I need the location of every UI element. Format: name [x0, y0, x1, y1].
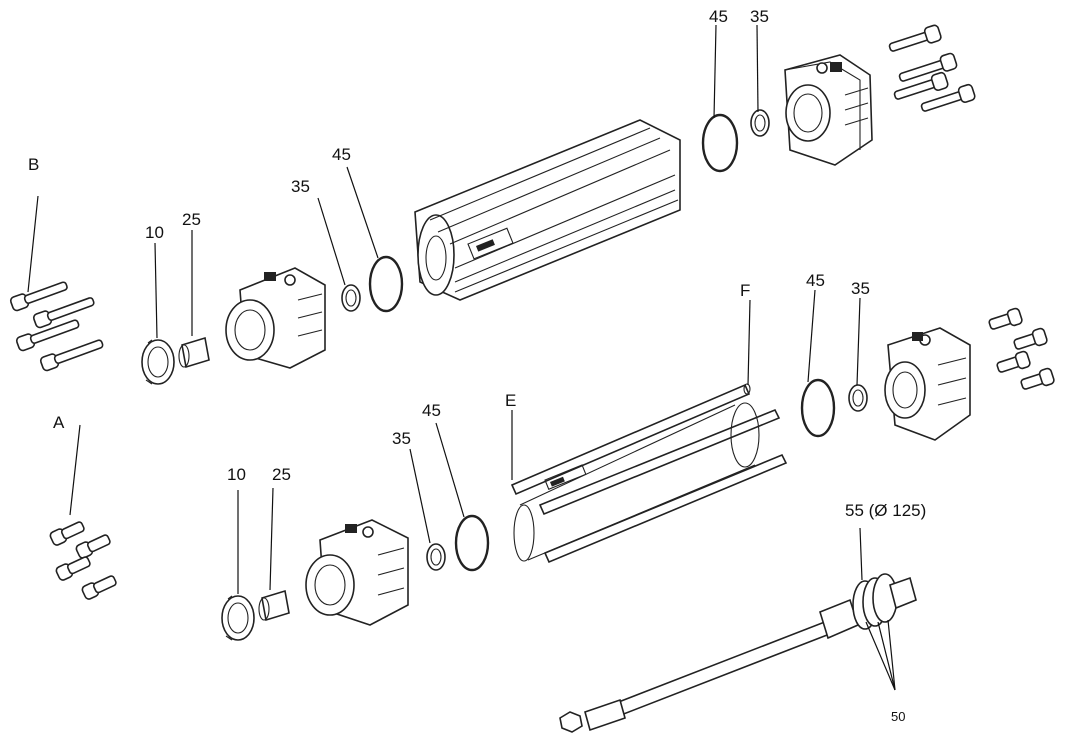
leader-10-upper	[154, 242, 158, 339]
seal-45-lower	[454, 514, 490, 572]
tube-e	[513, 402, 760, 562]
leader-35-lower	[409, 448, 431, 544]
tie-rod-f	[510, 299, 788, 564]
label-55: 55 (Ø 125)	[845, 501, 926, 520]
ring-35-lower	[426, 543, 446, 571]
leader-f	[747, 299, 751, 386]
ring-35-upper	[341, 284, 361, 312]
label-25-lower: 25	[272, 465, 291, 484]
seal-45-upper	[368, 255, 404, 313]
piston-rod-assembly	[559, 573, 917, 733]
screws-a-group	[49, 521, 117, 600]
leader-45-lower	[435, 422, 465, 518]
label-45-lower: 45	[422, 401, 441, 420]
label-45-upper: 45	[332, 145, 351, 164]
label-a: A	[53, 413, 65, 432]
leader-25-lower	[269, 487, 274, 591]
label-10-upper: 10	[145, 223, 164, 242]
ring-35-right	[848, 384, 868, 412]
leader-top-45	[713, 24, 717, 119]
right-end-cap	[884, 327, 971, 441]
label-50: 50	[891, 709, 905, 724]
leaders-50	[865, 619, 896, 691]
lower-left-end-cap	[305, 519, 409, 626]
piston-seal-10-upper	[141, 339, 175, 385]
label-e: E	[505, 391, 516, 410]
label-25-upper: 25	[182, 210, 201, 229]
bushing-25-upper	[178, 336, 210, 369]
label-10-lower: 10	[227, 465, 246, 484]
label-45-right: 45	[806, 271, 825, 290]
rod-nut	[559, 711, 583, 733]
piston-seal-10-lower	[221, 595, 255, 641]
leader-35-upper	[317, 197, 346, 286]
top-ring-35	[750, 109, 770, 137]
top-seal-45	[701, 113, 739, 173]
label-f: F	[740, 281, 750, 300]
leader-35-right	[856, 297, 861, 386]
bushing-25-lower	[258, 589, 290, 622]
label-35-right: 35	[851, 279, 870, 298]
screws-b-group	[9, 281, 104, 372]
leader-b	[27, 195, 39, 293]
leader-a	[69, 424, 81, 516]
seal-45-right	[800, 378, 836, 438]
upper-left-end-cap	[225, 267, 326, 369]
label-35-upper: 35	[291, 177, 310, 196]
label-top-35: 35	[750, 7, 769, 26]
top-end-cap-group: 45 35	[701, 7, 976, 173]
top-right-screws	[888, 24, 976, 112]
leader-55	[859, 527, 863, 581]
profile-barrel	[414, 119, 681, 301]
label-top-45: 45	[709, 7, 728, 26]
leader-45-upper	[346, 166, 379, 259]
right-screws	[988, 307, 1055, 390]
leader-45-right	[807, 289, 816, 383]
label-b: B	[28, 155, 39, 174]
top-end-cap	[784, 54, 873, 166]
label-35-lower: 35	[392, 429, 411, 448]
leader-top-35	[756, 24, 759, 113]
